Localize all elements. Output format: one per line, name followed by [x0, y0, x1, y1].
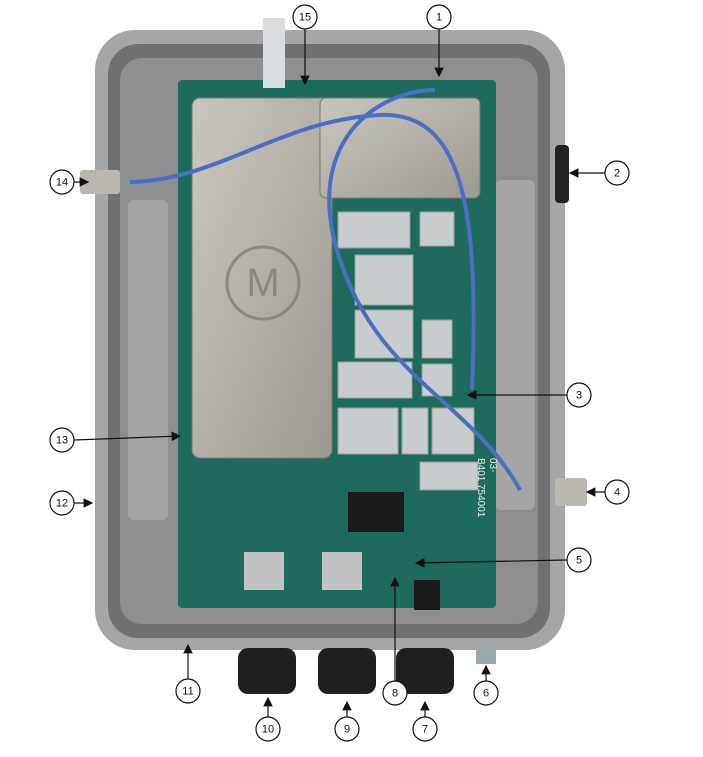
callout-5-leader [414, 558, 568, 568]
callout-4: 4 [604, 479, 630, 505]
callout-number: 3 [576, 390, 582, 402]
callout-circle [604, 479, 630, 505]
pcb-marking-03: 03- [487, 458, 498, 472]
logo: M [246, 261, 279, 305]
callout-circle [382, 680, 408, 706]
callout-number: 1 [436, 12, 442, 24]
rf-cable-1 [129, 112, 476, 391]
callout-number: 12 [56, 498, 68, 510]
callout-1: 1 [426, 4, 452, 30]
callout-circle [412, 716, 438, 742]
callout-circle [473, 680, 499, 706]
callout-13-leader [73, 431, 182, 442]
callout-number: 11 [182, 686, 193, 698]
enclosure-ribs [128, 180, 535, 520]
rf-cable-2 [327, 88, 522, 491]
callout-circle [604, 160, 630, 186]
callout-9: 9 [334, 716, 360, 742]
callout-number: 15 [299, 12, 311, 24]
callout-10: 10 [255, 716, 281, 742]
ground-lug [476, 650, 496, 664]
rf-shield-top [319, 97, 481, 199]
callout-6: 6 [473, 680, 499, 706]
callout-2: 2 [604, 160, 630, 186]
cable-glands [238, 648, 454, 694]
callout-5: 5 [566, 547, 592, 573]
callout-number: 6 [483, 688, 489, 700]
n-connector-left [80, 170, 120, 194]
callout-number: 7 [422, 724, 428, 736]
callout-number: 4 [614, 487, 620, 499]
callout-circle [292, 4, 318, 30]
callout-number: 5 [576, 555, 582, 567]
callout-circle [426, 4, 452, 30]
callout-11: 11 [175, 678, 201, 704]
callout-number: 14 [56, 177, 68, 189]
callout-circle [255, 716, 281, 742]
ribbon-cable [263, 18, 285, 88]
logo-emboss [225, 245, 301, 321]
callout-circle [566, 382, 592, 408]
shield-cans [337, 211, 479, 491]
callout-circle [49, 490, 75, 516]
callout-13: 13 [49, 427, 75, 453]
callout-circle [175, 678, 201, 704]
rf-shield-left [191, 97, 333, 459]
callout-12: 12 [49, 490, 75, 516]
callout-number: 9 [344, 724, 350, 736]
callout-3: 3 [566, 382, 592, 408]
n-connector-right [555, 478, 587, 506]
ethernet-ports [244, 552, 362, 590]
callout-14: 14 [49, 169, 75, 195]
callout-7: 7 [412, 716, 438, 742]
callout-number: 13 [56, 435, 68, 447]
callout-number: 8 [392, 688, 398, 700]
callout-circle [334, 716, 360, 742]
pcb-marking-b401: B401 [475, 458, 486, 482]
power-jack [414, 580, 440, 610]
callout-number: 2 [614, 168, 620, 180]
pcb-marking-754001: 754001 [475, 484, 486, 518]
callout-number: 10 [262, 724, 274, 736]
callout-circle [566, 547, 592, 573]
callout-circle [49, 427, 75, 453]
transformer [348, 492, 404, 532]
side-plug [555, 145, 569, 203]
callout-8: 8 [382, 680, 408, 706]
callout-15: 15 [292, 4, 318, 30]
callout-circle [49, 169, 75, 195]
